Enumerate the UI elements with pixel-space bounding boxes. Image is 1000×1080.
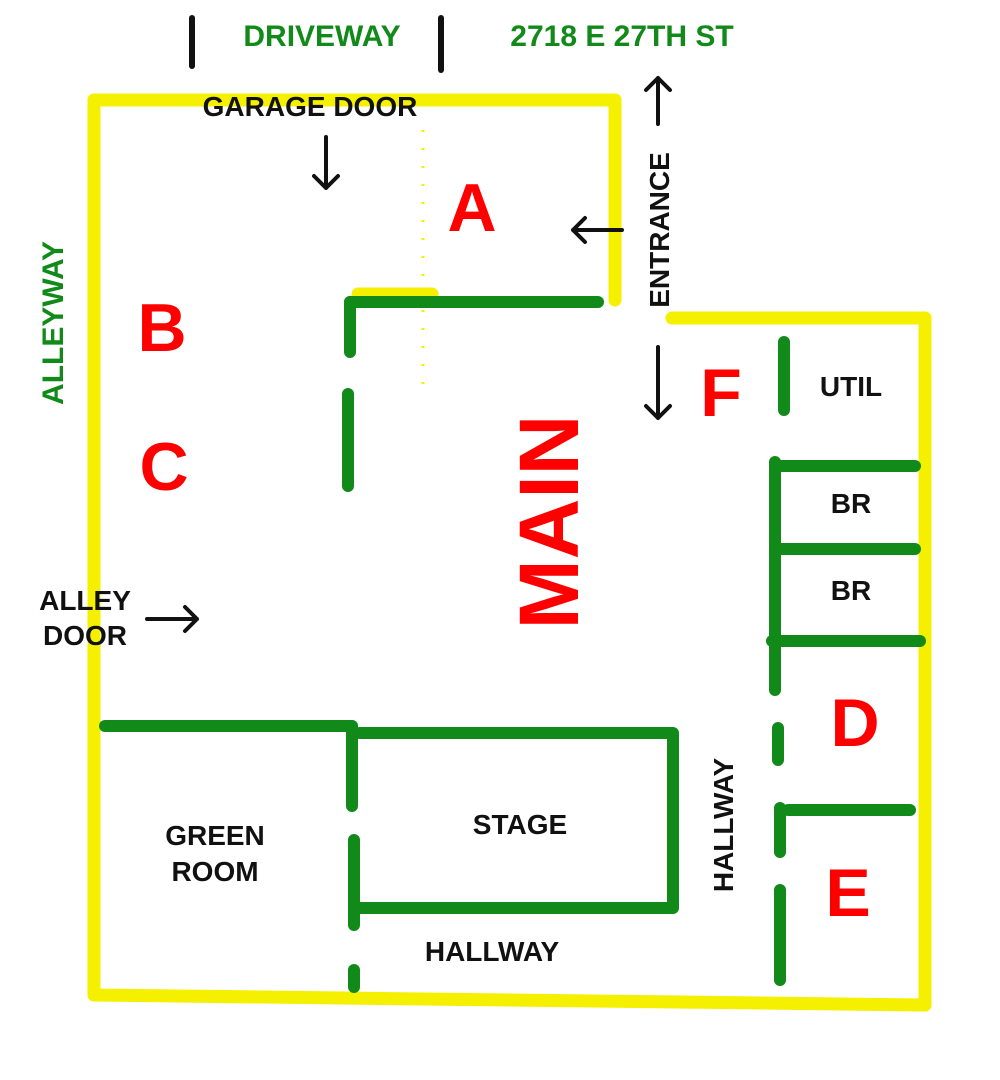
stage-outline [354,727,679,914]
inner-walls [99,296,926,993]
address-label: 2718 E 27TH ST [510,20,733,53]
alley-door-arrow-icon [145,605,199,633]
bottom-hallway-label: HALLWAY [425,936,560,967]
garage-door-label: GARAGE DOOR [203,91,418,122]
bedroom-2-label: BR [831,575,871,606]
stage-label: STAGE [473,809,567,840]
alley-door-label-line1: ALLEY [39,585,131,616]
entrance-label: ENTRANCE [644,152,675,308]
room-f-label: F [700,355,742,431]
green-room-label-line2: ROOM [171,856,258,887]
arrows [145,76,672,633]
room-b-label: B [137,290,186,366]
room-a-label: A [447,170,496,246]
room-d-label: D [830,685,879,761]
driveway-label: DRIVEWAY [243,20,400,53]
outer-wall-bottom [87,988,932,1012]
main-room-label: MAIN [502,415,596,630]
util-room-label: UTIL [820,371,882,402]
entrance-up-arrow-icon [644,76,672,126]
outer-walls [87,93,932,1012]
entrance-down-arrow-icon [644,345,672,420]
green-room-label-line1: GREEN [165,820,265,851]
room-e-label: E [825,855,870,931]
bedroom-1-label: BR [831,488,871,519]
alleyway-label: ALLEYWAY [37,241,70,405]
garage-door-arrow-icon [312,135,340,190]
side-hallway-label: HALLWAY [708,758,739,893]
entrance-left-arrow-icon [571,216,624,244]
alley-door-label-line2: DOOR [43,620,127,651]
room-c-label: C [139,429,188,505]
